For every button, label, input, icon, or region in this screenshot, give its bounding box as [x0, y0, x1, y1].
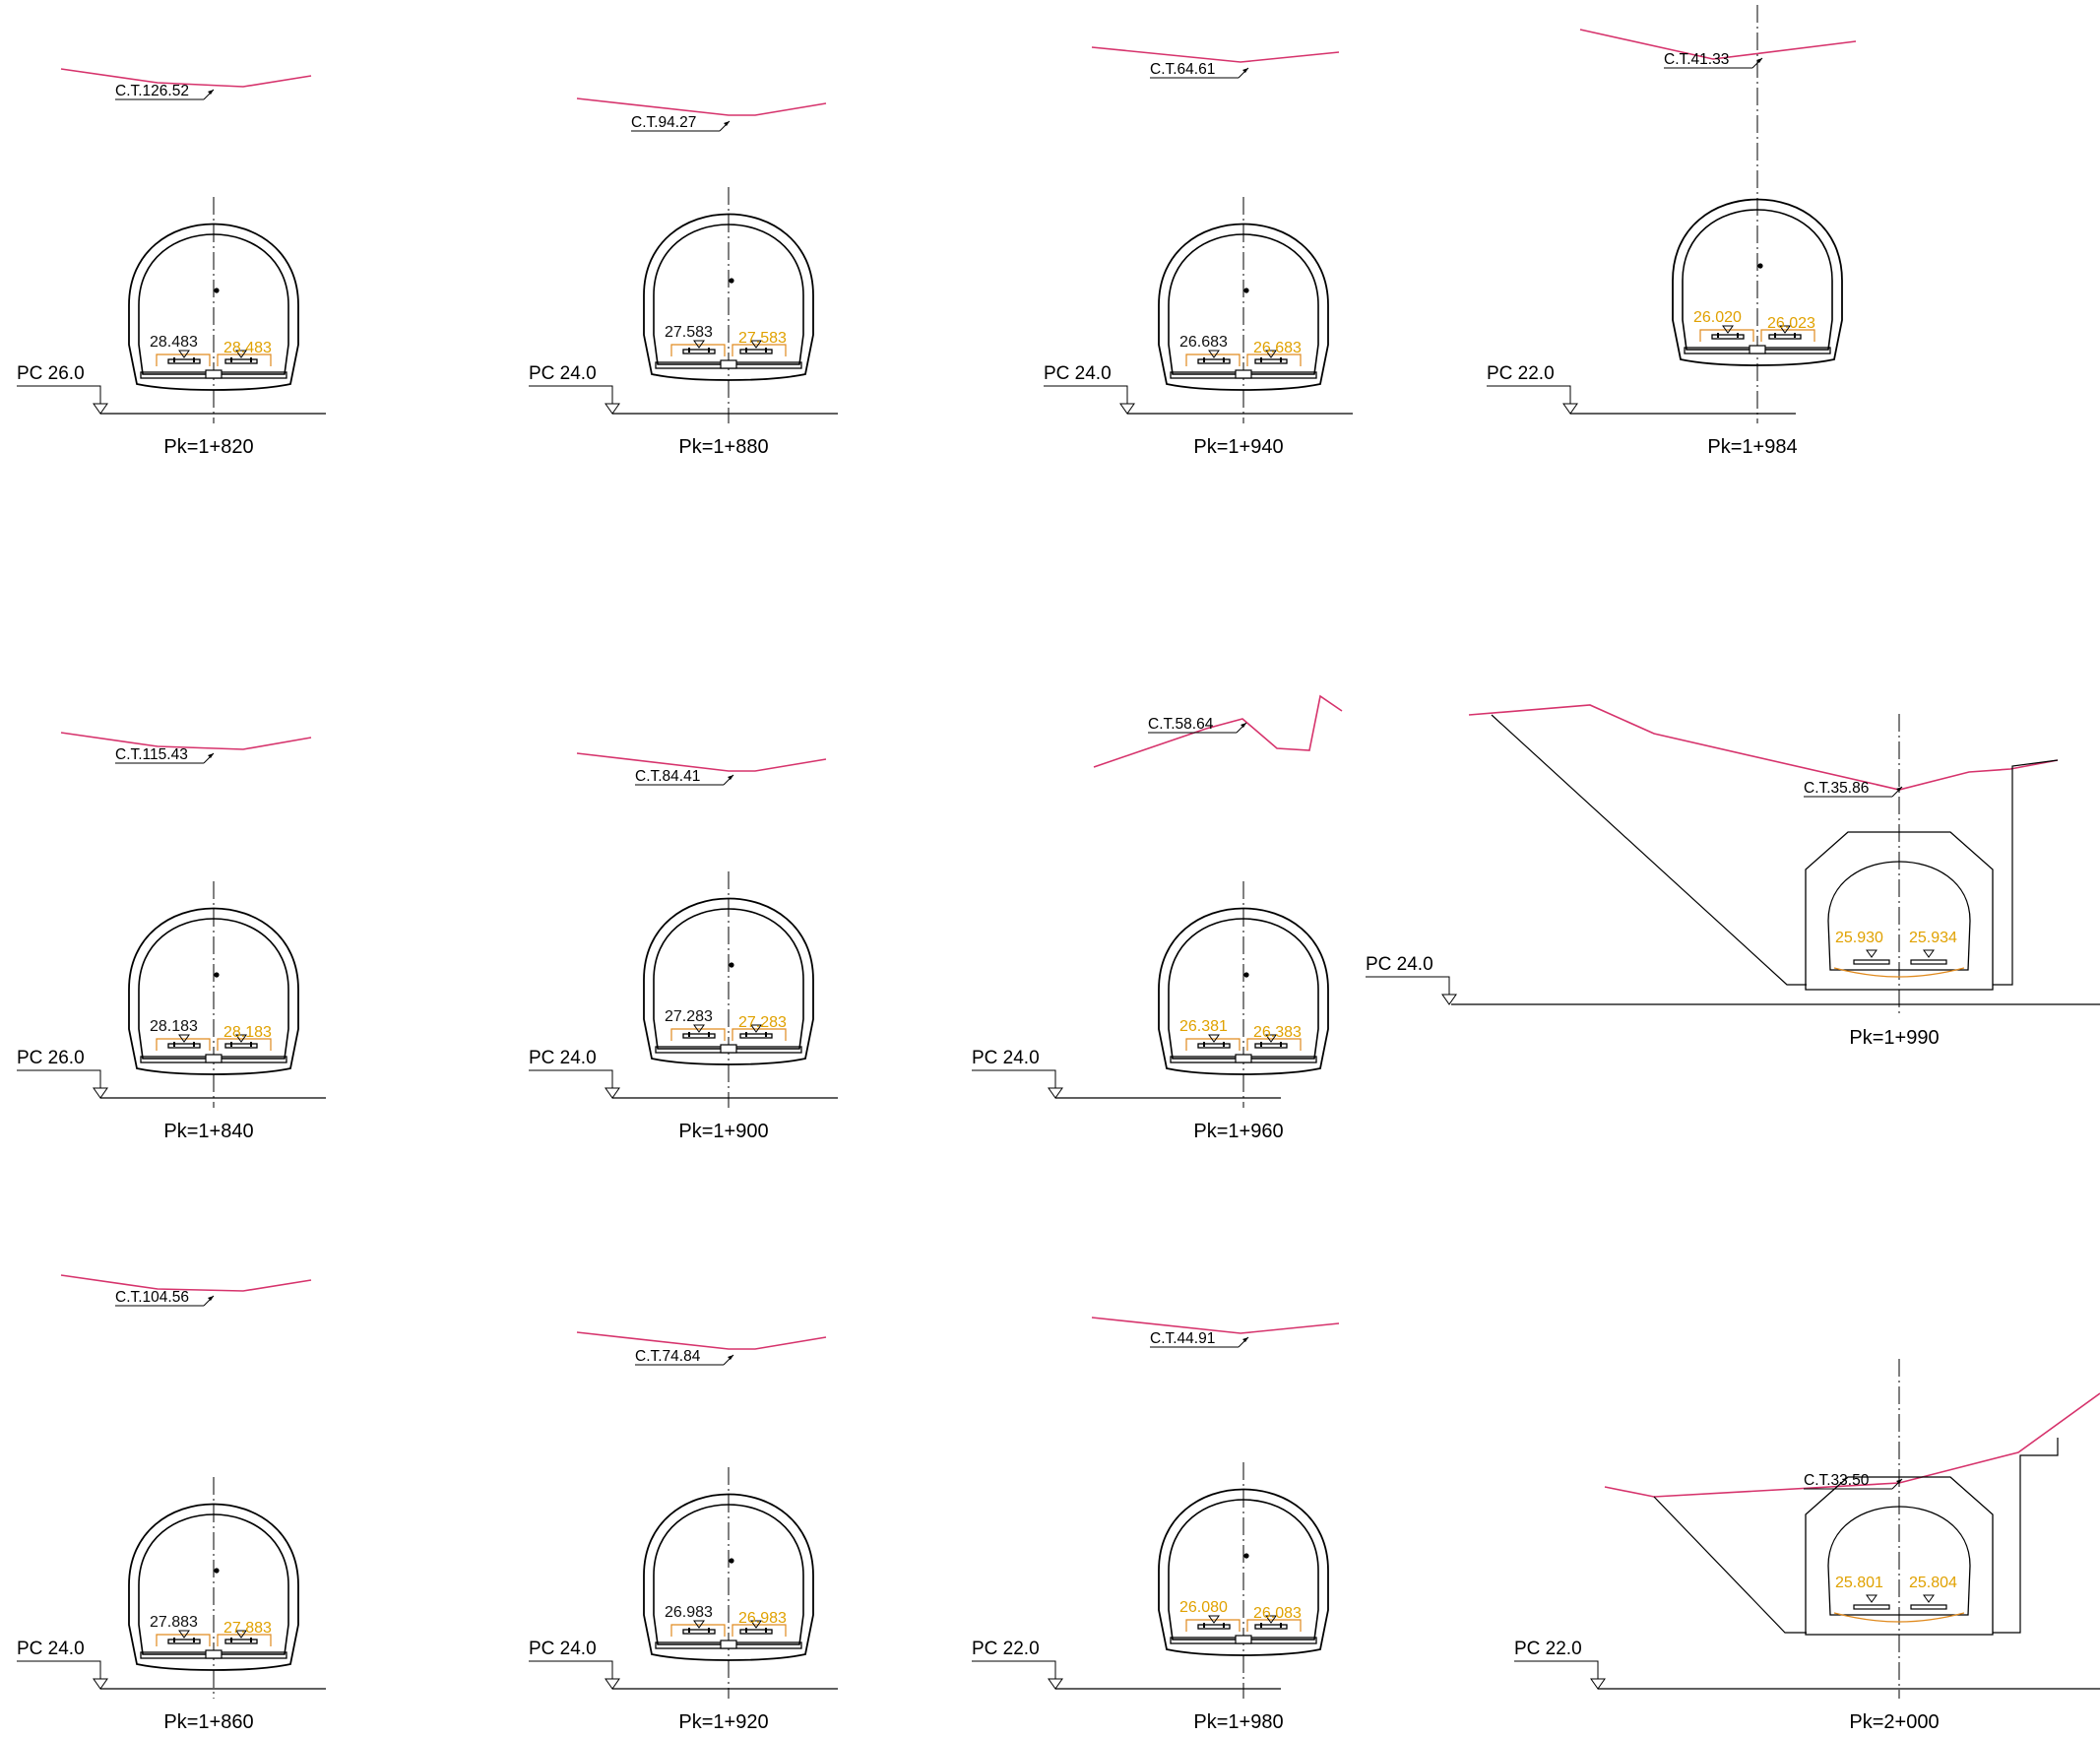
left-rail-level: 26.683 [1179, 334, 1228, 351]
left-rail-level: 26.080 [1179, 1599, 1228, 1616]
chainage-label: Pk=2+000 [1849, 1711, 1939, 1733]
terrain-profile [576, 97, 827, 116]
comparison-plane-label: PC 24.0 [1366, 954, 1433, 975]
chainage-label: Pk=1+840 [163, 1121, 253, 1142]
comparison-plane-label: PC 22.0 [972, 1639, 1040, 1659]
left-rail-level: 28.483 [150, 334, 198, 351]
comparison-plane-label: PC 24.0 [1044, 363, 1112, 384]
chainage-label: Pk=1+900 [678, 1121, 768, 1142]
left-rail-level: 27.883 [150, 1614, 198, 1631]
terrain-profile [60, 68, 312, 88]
ground-cover-label: C.T.84.41 [635, 768, 700, 785]
comparison-plane-label: PC 24.0 [529, 363, 597, 384]
right-rail-level: 26.023 [1767, 315, 1815, 332]
right-rail-level: 26.383 [1253, 1024, 1302, 1041]
terrain-profile [60, 732, 312, 750]
chainage-label: Pk=1+984 [1707, 436, 1797, 458]
terrain-profile [576, 752, 827, 772]
terrain-profile [1091, 46, 1340, 63]
comparison-plane-label: PC 24.0 [529, 1048, 597, 1068]
chainage-label: Pk=1+920 [678, 1711, 768, 1733]
comparison-plane-label: PC 26.0 [17, 1048, 85, 1068]
left-rail-level: 25.801 [1835, 1575, 1883, 1591]
chainage-label: Pk=1+820 [163, 436, 253, 458]
chainage-label: Pk=1+980 [1193, 1711, 1283, 1733]
comparison-plane-label: PC 22.0 [1487, 363, 1555, 384]
chainage-label: Pk=1+860 [163, 1711, 253, 1733]
terrain-profile [60, 1274, 312, 1292]
right-rail-level: 28.183 [223, 1024, 272, 1041]
right-rail-level: 27.883 [223, 1620, 272, 1637]
right-rail-level: 25.934 [1909, 930, 1957, 946]
right-rail-level: 26.683 [1253, 340, 1302, 356]
right-rail-level: 27.283 [738, 1014, 787, 1031]
terrain-profile [1468, 704, 2059, 791]
left-rail-level: 27.583 [665, 324, 713, 341]
ground-cover-label: C.T.58.64 [1148, 716, 1214, 733]
ground-cover-label: C.T.44.91 [1150, 1330, 1215, 1347]
ground-cover-label: C.T.64.61 [1150, 61, 1215, 78]
terrain-profile [1091, 1317, 1340, 1334]
terrain-profile [576, 1331, 827, 1350]
ground-cover-label: C.T.126.52 [115, 83, 189, 99]
right-rail-level: 28.483 [223, 340, 272, 356]
left-rail-level: 25.930 [1835, 930, 1883, 946]
comparison-plane-label: PC 24.0 [972, 1048, 1040, 1068]
chainage-label: Pk=1+940 [1193, 436, 1283, 458]
chainage-label: Pk=1+880 [678, 436, 768, 458]
ground-cover-label: C.T.74.84 [635, 1348, 701, 1365]
ground-cover-label: C.T.41.33 [1664, 51, 1729, 68]
chainage-label: Pk=1+960 [1193, 1121, 1283, 1142]
chainage-label: Pk=1+990 [1849, 1027, 1939, 1049]
left-rail-level: 26.020 [1693, 309, 1742, 326]
comparison-plane-label: PC 22.0 [1514, 1639, 1582, 1659]
left-rail-level: 26.381 [1179, 1018, 1228, 1035]
right-rail-level: 26.083 [1253, 1605, 1302, 1622]
right-rail-level: 26.983 [738, 1610, 787, 1627]
ground-cover-label: C.T.35.86 [1804, 780, 1869, 797]
left-rail-level: 28.183 [150, 1018, 198, 1035]
right-rail-level: 27.583 [738, 330, 787, 347]
terrain-profile [1093, 694, 1343, 768]
left-rail-level: 26.983 [665, 1604, 713, 1621]
ground-cover-label: C.T.115.43 [115, 746, 188, 763]
comparison-plane-label: PC 24.0 [17, 1639, 85, 1659]
left-rail-level: 27.283 [665, 1008, 713, 1025]
ground-cover-label: C.T.104.56 [115, 1289, 189, 1306]
ground-cover-label: C.T.33.50 [1804, 1472, 1870, 1489]
ground-cover-label: C.T.94.27 [631, 114, 696, 131]
terrain-profile [1579, 29, 1857, 60]
comparison-plane-label: PC 24.0 [529, 1639, 597, 1659]
comparison-plane-label: PC 26.0 [17, 363, 85, 384]
right-rail-level: 25.804 [1909, 1575, 1957, 1591]
